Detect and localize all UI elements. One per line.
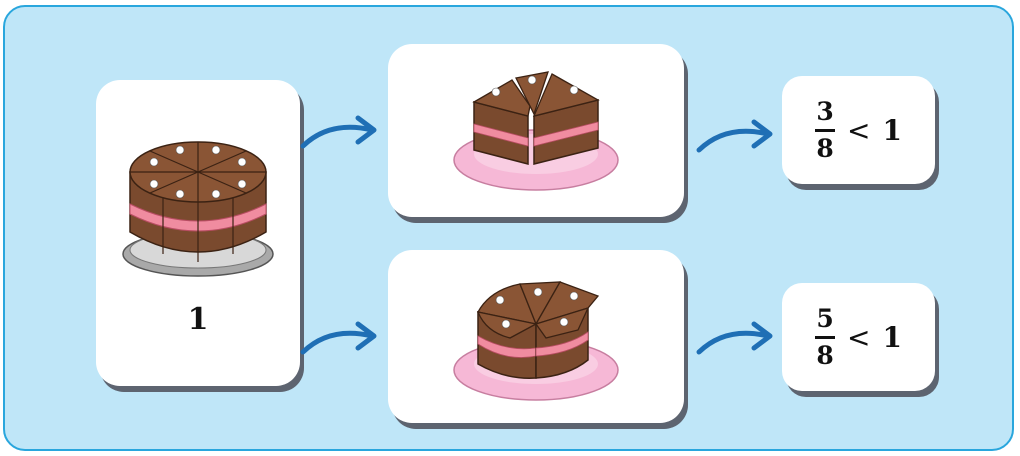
curved-arrow-icon: [300, 318, 380, 358]
comparison-card-five-eighths: 5 8 < 1: [782, 283, 935, 391]
numerator: 5: [816, 305, 833, 333]
three-slices-cake-image: [450, 66, 622, 196]
curved-arrow-icon: [696, 318, 776, 358]
fraction-bar: [815, 336, 835, 339]
five-slices-cake-card: [388, 250, 684, 423]
denominator: 8: [816, 135, 833, 163]
comparison-card-three-eighths: 3 8 < 1: [782, 76, 935, 184]
fraction-bar: [815, 129, 835, 132]
whole-value-label: 1: [96, 302, 300, 337]
whole-cake-card: 1: [96, 80, 300, 386]
less-than-sign: <: [847, 114, 870, 147]
comparison-rhs: 1: [882, 321, 901, 354]
curved-arrow-icon: [696, 116, 776, 156]
three-slices-cake-card: [388, 44, 684, 217]
less-than-sign: <: [847, 321, 870, 354]
comparison-rhs: 1: [882, 114, 901, 147]
fraction-five-eighths: 5 8: [815, 305, 835, 370]
whole-cake-image: [118, 132, 278, 282]
denominator: 8: [816, 342, 833, 370]
numerator: 3: [816, 98, 833, 126]
fraction-three-eighths: 3 8: [815, 98, 835, 163]
five-slices-cake-image: [450, 276, 622, 406]
curved-arrow-icon: [300, 112, 380, 152]
